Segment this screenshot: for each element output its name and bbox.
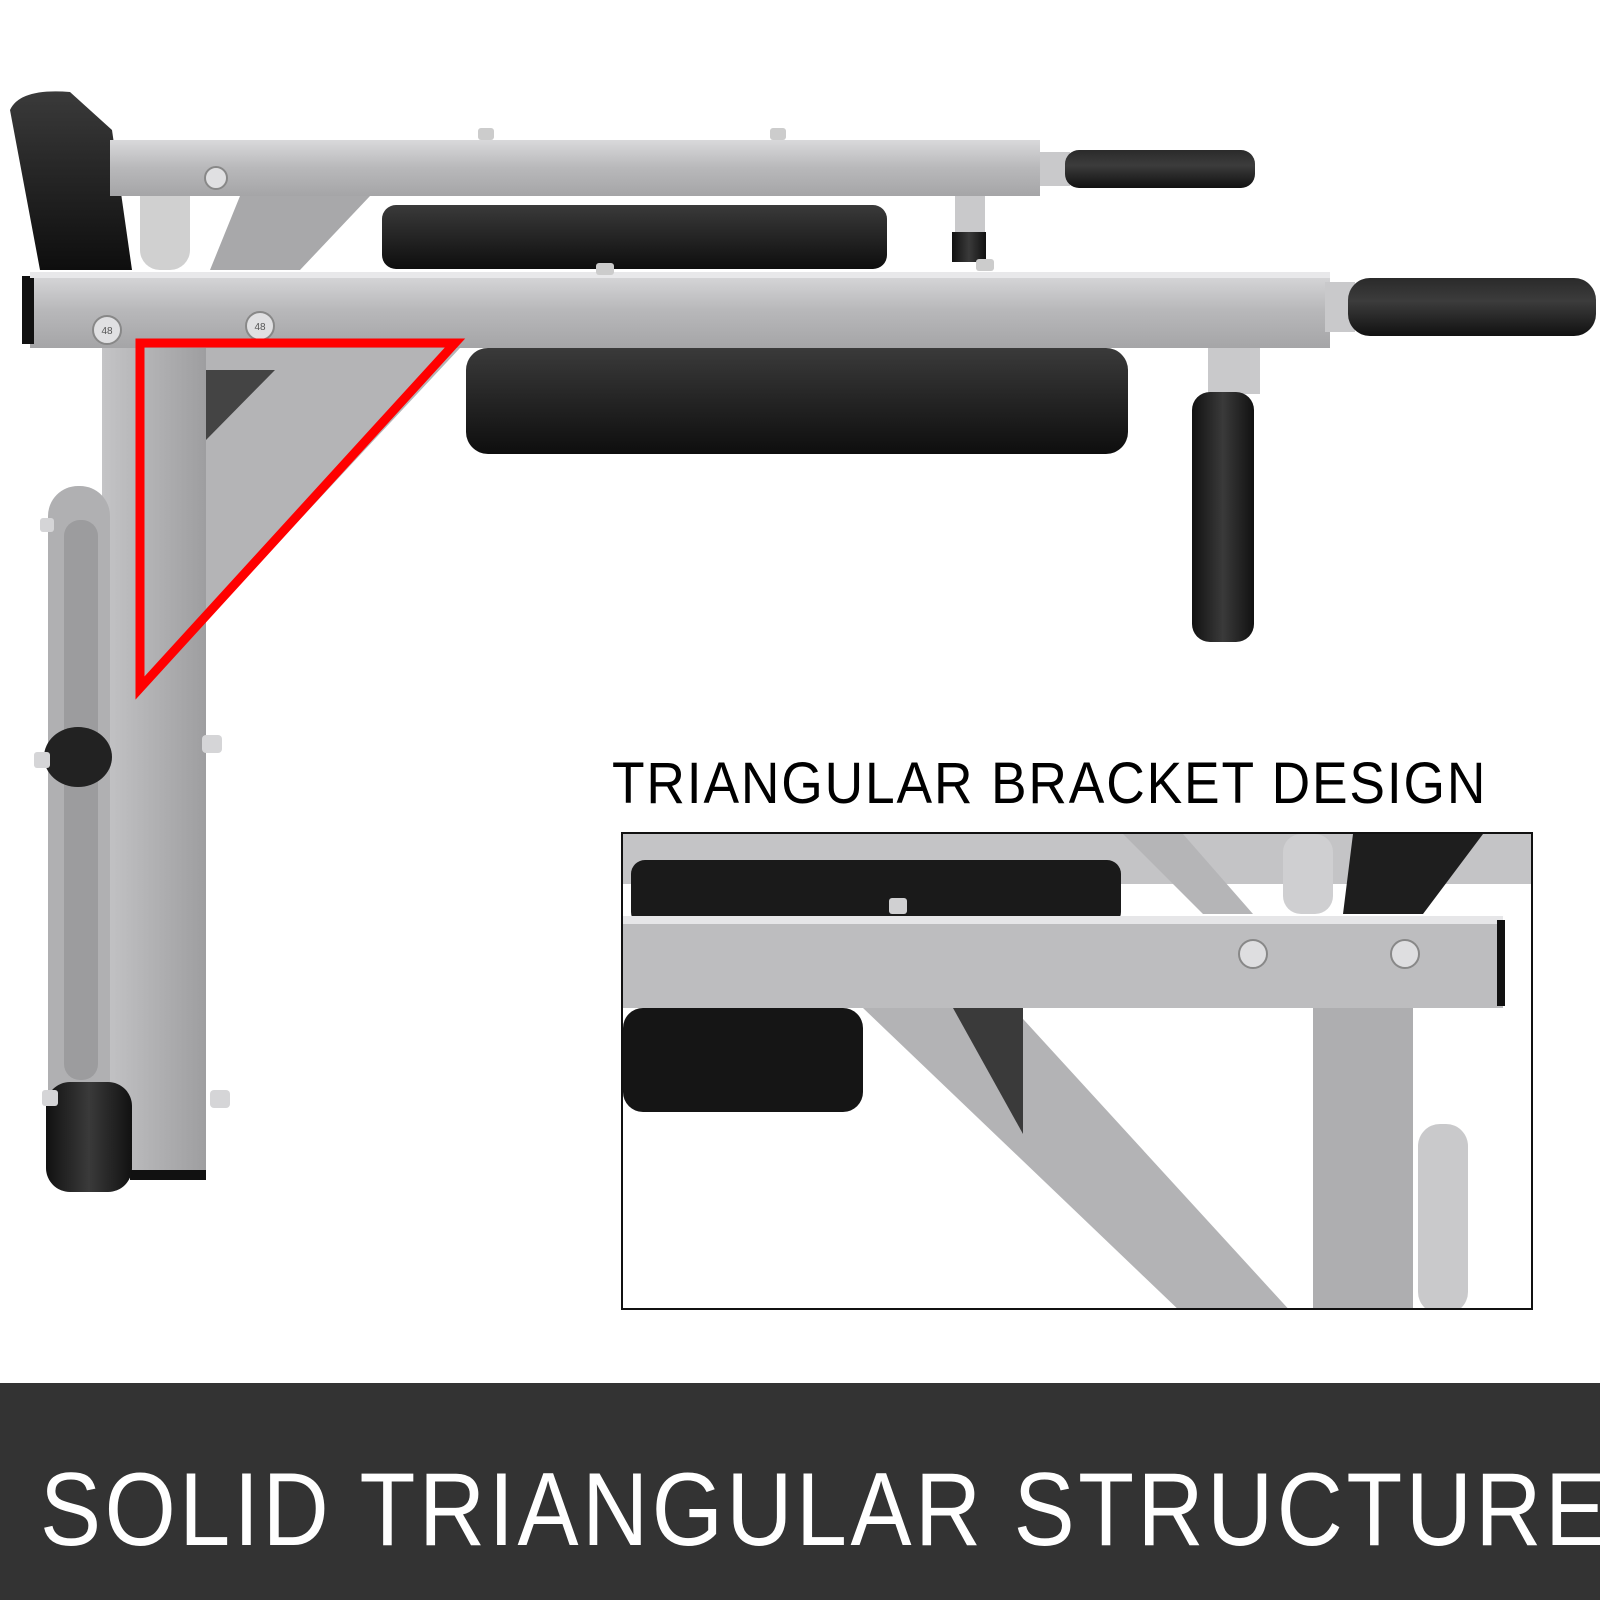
rear-vertical-connector — [955, 196, 985, 236]
wall-post — [102, 348, 206, 1178]
caption-banner — [0, 1383, 1600, 1600]
front-handle-grip — [1348, 278, 1596, 336]
rear-brace — [210, 196, 370, 270]
rear-vertical-grip — [952, 232, 986, 262]
back-pad-upper — [10, 91, 132, 270]
caption-text: SOLID TRIANGULAR STRUCTURE — [40, 1452, 1600, 1568]
bolt-icon: 48 — [92, 315, 122, 345]
inset-back-pad — [1343, 834, 1483, 914]
inset-rear-pad — [631, 860, 1121, 926]
inset-chrome-hinge — [1283, 834, 1333, 914]
inset-main-arm — [623, 916, 1503, 1008]
inset-bolt-icon — [1390, 939, 1420, 969]
triangle-highlight-outline — [135, 338, 466, 700]
front-vertical-grip — [1192, 392, 1254, 642]
inset-arm-endcap — [1497, 920, 1505, 1006]
nut-icon — [40, 518, 54, 532]
top-nut-icon — [478, 128, 494, 140]
wall-post-base — [130, 1170, 206, 1180]
nut-icon — [210, 1090, 230, 1108]
product-photo: 48 48 — [10, 91, 1596, 1192]
inset-wall-post — [1313, 1008, 1413, 1308]
inset-triangle-brace — [863, 1008, 1288, 1308]
rear-handle-grip — [1065, 150, 1255, 188]
front-vertical-connector — [1208, 348, 1260, 394]
inset-top-nut-icon — [889, 898, 907, 914]
front-arm — [30, 272, 1330, 348]
bolt-icon: 48 — [245, 311, 275, 341]
inset-wall-loop — [1418, 1124, 1468, 1308]
inset-bolt-icon — [1238, 939, 1268, 969]
inset-front-pad — [623, 1008, 863, 1112]
nut-icon — [34, 752, 50, 768]
top-nut-icon — [770, 128, 786, 140]
front-arm-endcap — [22, 276, 34, 344]
bolt-icon — [204, 166, 228, 190]
inset-title: TRIANGULAR BRACKET DESIGN — [612, 751, 1488, 816]
inset-detail-photo — [621, 832, 1533, 1310]
rear-pad — [382, 205, 887, 269]
front-pad — [466, 348, 1128, 454]
wall-bumper-lower — [46, 1082, 132, 1192]
nut-icon — [202, 735, 222, 753]
triangle-bracket-gap — [206, 370, 275, 440]
svg-text:48: 48 — [101, 326, 113, 337]
wall-bumper-upper — [44, 727, 112, 787]
wall-mount-loop-inner — [64, 520, 98, 1080]
front-arm-top-edge — [30, 272, 1330, 278]
nut-icon — [42, 1090, 58, 1106]
rear-arm — [110, 140, 1040, 196]
top-nut-icon — [596, 263, 614, 275]
top-nut-icon — [976, 259, 994, 271]
svg-text:48: 48 — [254, 322, 266, 333]
inset-bracket-closeup — [623, 834, 1531, 1308]
